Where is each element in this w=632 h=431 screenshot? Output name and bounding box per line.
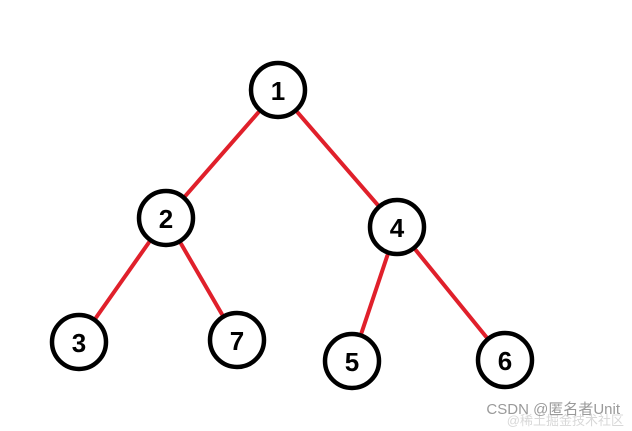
node-circle — [248, 60, 308, 120]
tree-node-3: 3 — [49, 312, 109, 372]
node-label: 7 — [230, 326, 244, 356]
tree-node-6: 6 — [475, 330, 535, 390]
node-label: 2 — [159, 204, 173, 234]
edge-n1-n4 — [295, 110, 380, 207]
watermark-text: CSDN @匿名者Unit — [486, 401, 620, 418]
edge-n2-n3 — [94, 240, 151, 320]
edge-n4-n5 — [359, 253, 390, 335]
edges-layer — [94, 110, 489, 339]
edge-n4-n6 — [413, 248, 489, 339]
tree-node-4: 4 — [367, 197, 427, 257]
tree-node-2: 2 — [136, 188, 196, 248]
nodes-layer: 1 2 4 3 7 5 6 — [49, 60, 535, 391]
node-circle — [207, 310, 267, 370]
node-label: 5 — [345, 347, 359, 377]
node-label: 3 — [72, 328, 86, 358]
node-label: 1 — [271, 76, 285, 106]
node-label: 4 — [390, 213, 405, 243]
tree-node-7: 7 — [207, 310, 267, 370]
node-circle — [322, 331, 382, 391]
node-circle — [136, 188, 196, 248]
node-label: 6 — [498, 346, 512, 376]
tree-node-5: 5 — [322, 331, 382, 391]
edge-n1-n2 — [183, 110, 261, 198]
watermark-faint-text: @稀土掘金技术社区 — [506, 413, 624, 428]
node-circle — [475, 330, 535, 390]
node-circle — [49, 312, 109, 372]
tree-node-1: 1 — [248, 60, 308, 120]
node-circle — [367, 197, 427, 257]
edge-n2-n7 — [179, 241, 224, 317]
